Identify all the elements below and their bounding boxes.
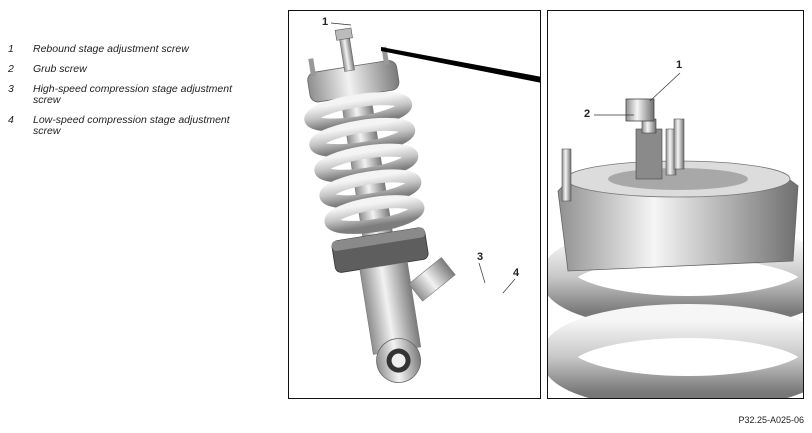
- callout-1: 1: [676, 59, 683, 71]
- shock-absorber-overview-panel: 1 3 4: [288, 10, 541, 399]
- legend-number: 4: [8, 114, 14, 126]
- legend-text: Rebound stage adjustment screw: [33, 43, 189, 55]
- callout-3: 3: [477, 251, 484, 263]
- legend-text: High-speed compression stage adjustment …: [33, 83, 233, 106]
- legend-item: 1 Rebound stage adjustment screw: [8, 44, 258, 55]
- legend-item: 3 High-speed compression stage adjustmen…: [8, 84, 258, 106]
- legend: 1 Rebound stage adjustment screw 2 Grub …: [8, 44, 258, 146]
- legend-number: 2: [8, 63, 14, 75]
- shock-absorber-illustration: [304, 22, 540, 383]
- legend-item: 4 Low-speed compression stage adjustment…: [8, 115, 258, 137]
- callout-1: 1: [322, 16, 329, 28]
- top-mount-detail-panel: 1 2: [547, 10, 804, 399]
- legend-text: Grub screw: [33, 63, 87, 75]
- callout-4: 4: [513, 267, 520, 279]
- callout-2: 2: [584, 108, 591, 120]
- legend-text: Low-speed compression stage adjustment s…: [33, 114, 230, 137]
- legend-item: 2 Grub screw: [8, 64, 258, 75]
- figure-reference: P32.25-A025-06: [738, 415, 804, 425]
- top-mount-detail-illustration: [548, 72, 803, 398]
- legend-number: 1: [8, 43, 14, 55]
- legend-number: 3: [8, 83, 14, 95]
